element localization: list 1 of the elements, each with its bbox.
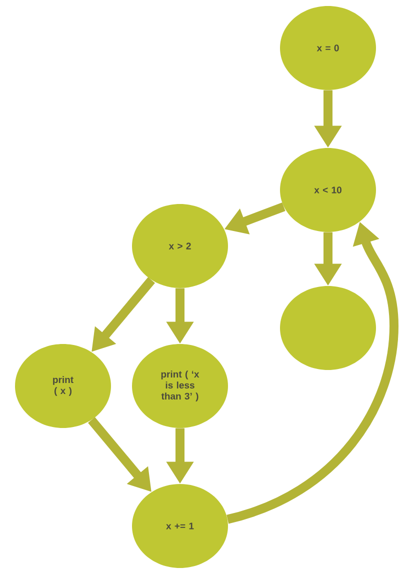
terminal-circle [280, 286, 376, 370]
